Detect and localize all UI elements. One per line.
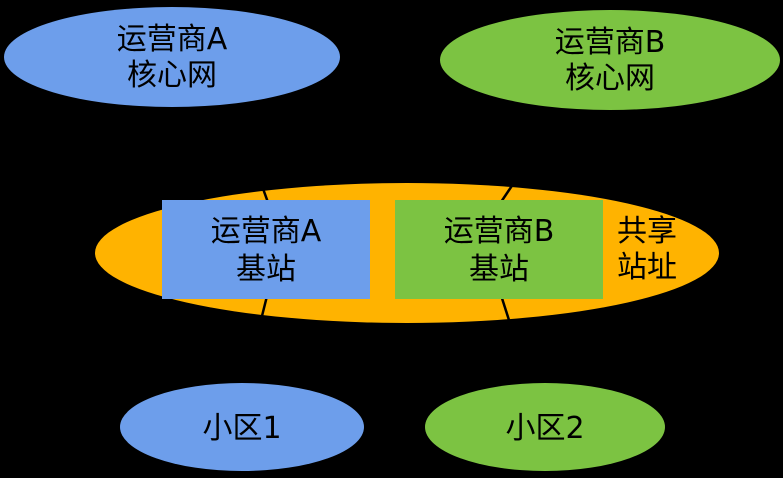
base-station-a-label-line2: 基站 [236,252,296,287]
core-network-a-ellipse [4,7,340,107]
link-base-a-to-cell-1 [241,291,270,393]
core-network-a-label-line1: 运营商A [117,22,228,57]
cell-2-ellipse [425,383,665,471]
core-network-b-ellipse [440,10,780,110]
cell-1-ellipse [120,383,364,471]
base-station-b-label-line1: 运营商B [444,214,555,249]
core-network-b-label-line1: 运营商B [555,25,666,60]
shared-site-label-line2: 站址 [617,250,677,285]
shared-site-label-line1: 共享 [617,214,677,249]
link-base-b-to-cell-2 [498,291,534,393]
core-network-b-label-line2: 核心网 [565,61,655,96]
link-core-b-to-base-b [495,103,569,209]
cell-1-label: 小区1 [202,411,281,446]
core-network-a-label-line2: 核心网 [127,58,217,93]
base-station-b-label-line2: 基站 [469,252,529,287]
cell-2-label: 小区2 [505,411,584,446]
base-station-a-rect [162,200,370,299]
base-station-b-rect [395,200,603,299]
base-station-a-label-line1: 运营商A [211,214,322,249]
link-core-a-to-base-a [229,99,272,209]
